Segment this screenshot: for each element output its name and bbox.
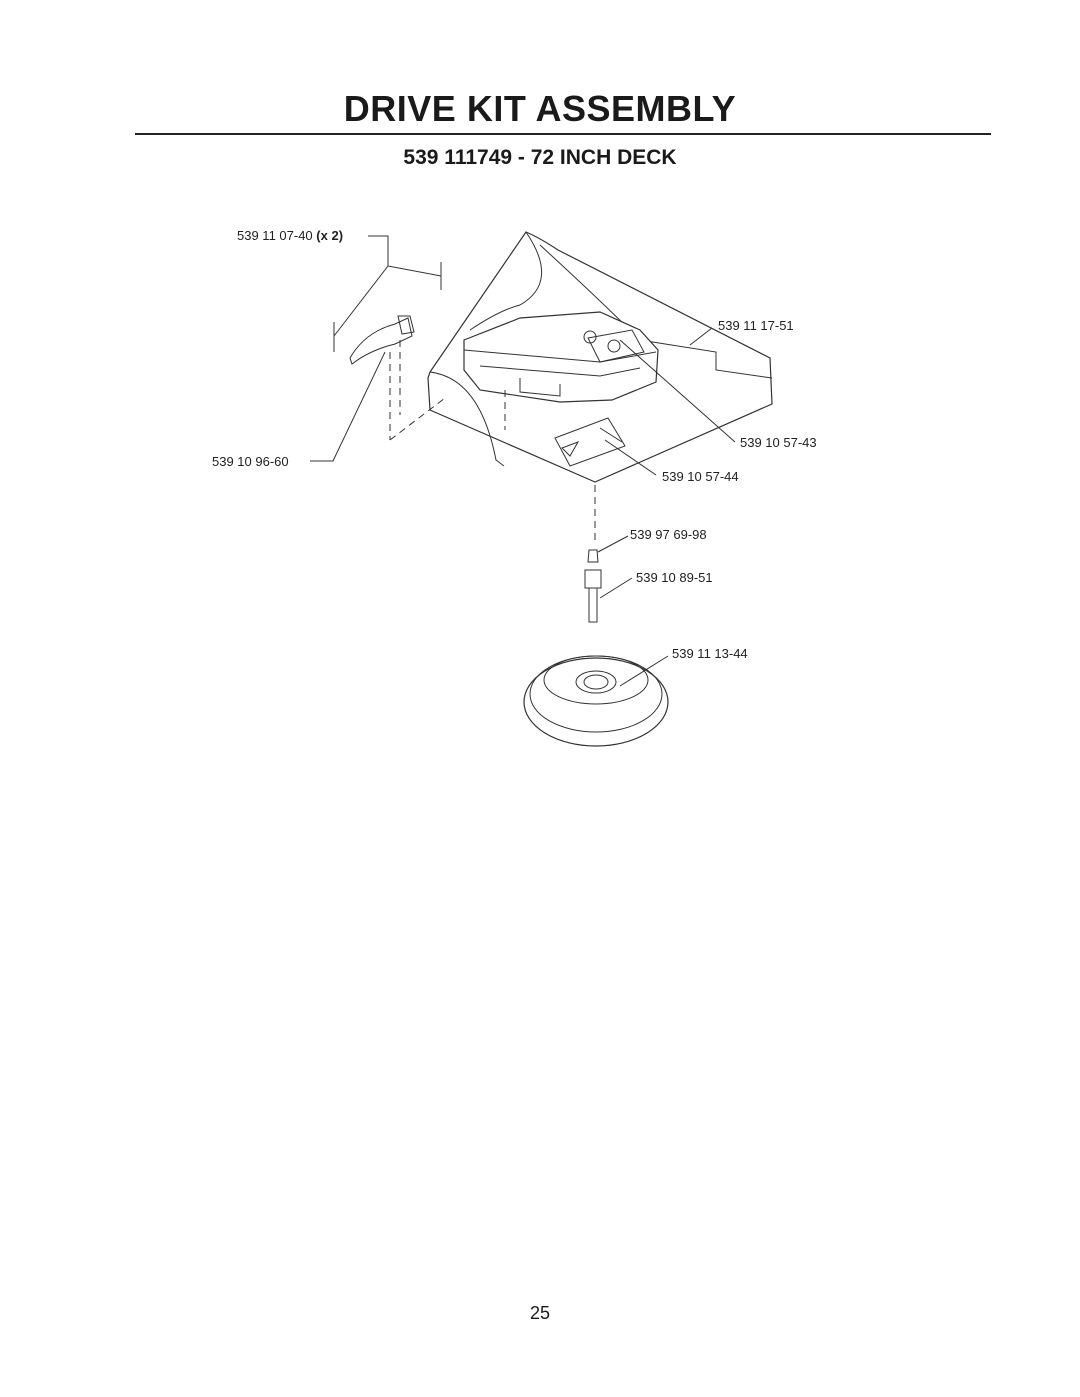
leader-label-b: [604, 439, 657, 476]
callout-label-b: 539 10 57-44: [662, 469, 739, 484]
callout-cover: 539 11 17-51: [718, 318, 794, 333]
callout-label-a: 539 10 57-43: [740, 435, 817, 450]
title-divider: [135, 133, 991, 135]
leader-latch: [310, 351, 386, 462]
page-number: 25: [529, 1303, 551, 1323]
leader-cover: [689, 327, 713, 346]
svg-text:539 11 07-40 (x 2): 539 11 07-40 (x 2): [237, 228, 343, 243]
callout-fitting: 539 97 69-98: [630, 527, 707, 542]
leader-pulley: [619, 655, 669, 687]
page-subtitle: 539 111749 - 72 INCH DECK: [403, 146, 677, 169]
leader-pin: [368, 235, 442, 277]
callout-pin: 539 11 07-40: [237, 228, 313, 243]
latch: [349, 317, 413, 365]
callout-pulley: 539 11 13-44: [672, 646, 748, 661]
leader-label-a: [619, 339, 736, 443]
callout-pin-qty: (x 2): [316, 228, 343, 243]
warning-decal: [554, 417, 626, 467]
pulley: [523, 655, 669, 747]
grease-fitting: [587, 549, 599, 563]
leader-fitting: [597, 535, 629, 553]
callout-bolt: 539 10 89-51: [636, 570, 713, 585]
leader-bolt: [599, 577, 633, 599]
bolt-shank: [588, 588, 598, 623]
callout-latch: 539 10 96-60: [212, 454, 289, 469]
page-title: DRIVE KIT ASSEMBLY: [343, 88, 737, 129]
bolt-head: [584, 569, 602, 589]
